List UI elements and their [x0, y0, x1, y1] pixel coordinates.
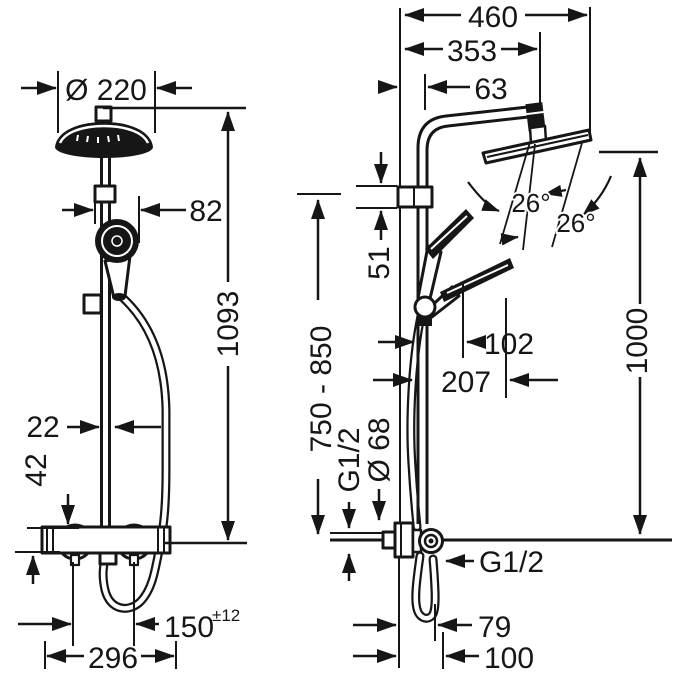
dim-label-connection-tolerance: ±12 — [212, 606, 240, 625]
label-supply-thread: G1/2 — [333, 427, 366, 581]
riser-pipe — [93, 156, 117, 529]
label-outlet-thread: G1/2 — [444, 546, 544, 579]
side-hose — [406, 311, 440, 623]
pipe-connector — [93, 184, 117, 204]
dim-valve-body-height: 42 — [15, 453, 79, 584]
dim-reach-overall: 460 — [403, 1, 591, 134]
dim-label-hand-shower-reach: 102 — [484, 328, 534, 361]
dim-label-head-height: 1000 — [621, 308, 654, 375]
spray-angle-annotation: 26° 26° — [467, 141, 613, 251]
dim-mounting-height: 750 - 850 — [297, 193, 341, 536]
front-view: Ø 220 1093 82 22 — [15, 71, 247, 675]
shower-hose — [98, 293, 171, 613]
dim-label-hand-shower-width: 82 — [189, 195, 222, 228]
dim-label-valve-body-height: 42 — [20, 453, 53, 486]
thermostat-valve — [40, 523, 172, 567]
dim-label-reach-arm: 353 — [447, 35, 497, 68]
dim-label-valve-width: 296 — [88, 642, 138, 675]
side-riser-and-arm — [396, 105, 529, 524]
head-rim-highlight — [58, 124, 150, 144]
side-valve — [381, 521, 444, 559]
dim-holder-reach: 207 — [373, 298, 558, 399]
dim-label-holder-reach: 207 — [441, 366, 491, 399]
dim-hand-shower-reach: 102 — [378, 282, 534, 361]
dim-label-hose-offset: 79 — [478, 611, 511, 644]
head-pivot-housing — [525, 102, 546, 132]
side-shower-head — [481, 102, 593, 165]
hand-shower — [82, 219, 139, 315]
dim-label-riser-offset: 63 — [474, 73, 507, 106]
dim-label-total-height: 1093 — [212, 291, 245, 358]
dim-hose-offset: 79 — [353, 604, 511, 644]
spray-nozzles — [76, 134, 120, 143]
dim-head-height: 1000 — [599, 150, 658, 536]
dim-label-mounting-height: 750 - 850 — [305, 326, 338, 453]
dim-reach-arm: 353 — [403, 32, 541, 105]
dim-outlet-reach: 100 — [353, 632, 534, 675]
valve-outlet — [98, 551, 118, 566]
holder-pivot — [413, 295, 437, 319]
dim-label-pipe-width: 22 — [26, 411, 59, 444]
dim-label-bracket-height: 51 — [363, 246, 396, 279]
side-hand-shower — [413, 209, 514, 326]
dim-riser-offset: 63 — [378, 73, 508, 110]
dim-bracket-height: 51 — [356, 152, 397, 280]
dim-total-height: 1093 — [103, 106, 247, 545]
dim-label-supply-thread: G1/2 — [333, 427, 366, 492]
valve-body — [40, 525, 172, 555]
overhead-shower — [55, 105, 153, 158]
dim-label-escutcheon-diameter: Ø 68 — [363, 417, 396, 482]
dim-label-tilt-right: 26° — [556, 208, 595, 238]
slider-holder — [82, 293, 103, 315]
dim-valve-width: 296 — [44, 641, 177, 675]
dim-pipe-width: 22 — [26, 411, 161, 444]
dim-connection-spacing: 150 ±12 — [18, 562, 240, 646]
label-escutcheon-diameter: Ø 68 — [363, 417, 396, 522]
shower-head-silhouette — [55, 122, 153, 158]
dim-label-head-diameter: Ø 220 — [65, 74, 147, 107]
dim-label-outlet-thread: G1/2 — [479, 546, 544, 579]
dim-label-outlet-reach: 100 — [484, 642, 534, 675]
dim-label-connection-spacing: 150 — [164, 611, 214, 644]
dim-label-reach-overall: 460 — [468, 1, 518, 34]
dim-label-tilt-left: 26° — [511, 188, 550, 218]
dim-hand-shower-width: 82 — [62, 195, 223, 243]
side-view: 26° 26° 460 — [297, 1, 672, 675]
dim-head-diameter: Ø 220 — [21, 71, 192, 133]
escutcheon — [393, 521, 415, 559]
